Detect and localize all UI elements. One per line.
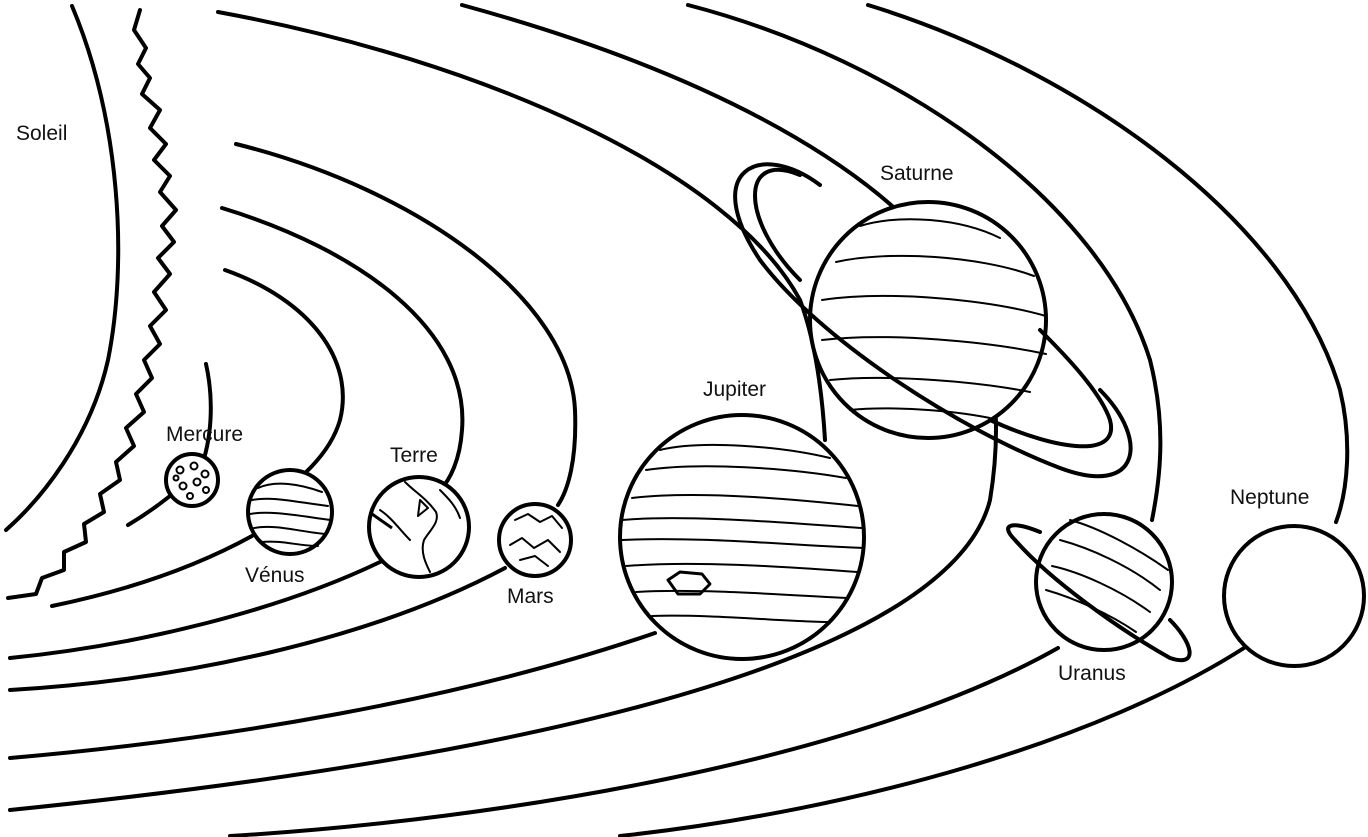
venus [248, 470, 332, 554]
label-earth: Terre [390, 444, 438, 467]
label-mars: Mars [507, 585, 554, 608]
neptune-body [1224, 526, 1364, 666]
label-mercury: Mercure [166, 423, 243, 446]
label-neptune: Neptune [1230, 486, 1309, 509]
mercury [166, 454, 218, 506]
label-venus: Vénus [245, 564, 305, 587]
earth [369, 477, 469, 577]
jupiter [620, 415, 864, 659]
mars-body [499, 504, 571, 576]
earth-body [369, 477, 469, 577]
label-sun: Soleil [16, 122, 67, 145]
label-jupiter: Jupiter [703, 378, 766, 401]
neptune [1224, 526, 1364, 666]
label-saturn: Saturne [880, 162, 954, 185]
label-uranus: Uranus [1058, 662, 1126, 685]
mars [499, 504, 571, 576]
